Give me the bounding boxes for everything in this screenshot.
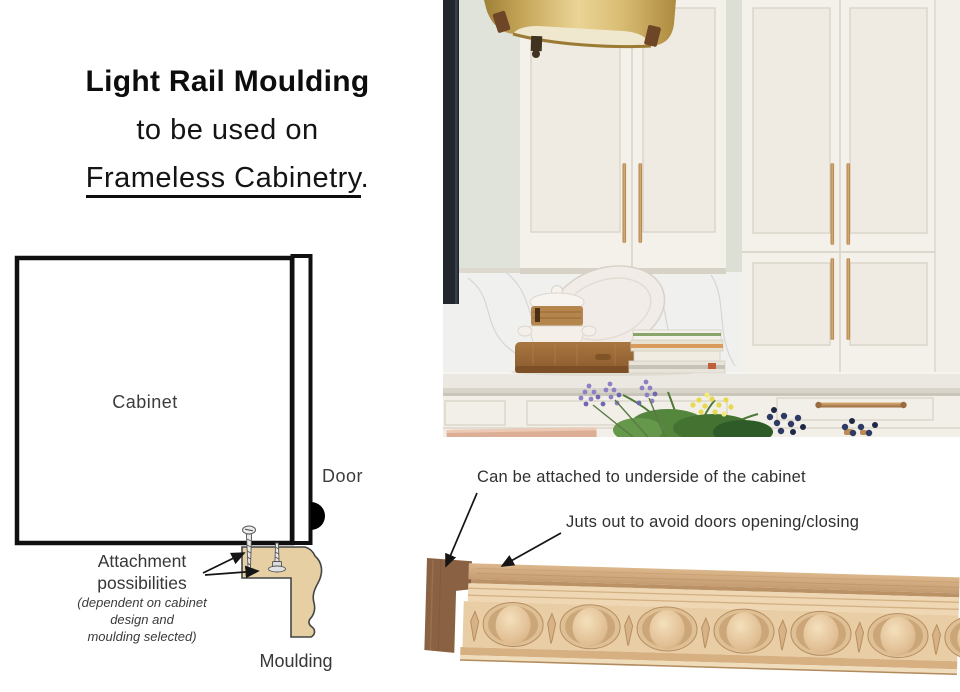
attachment-note-line3: moulding selected) bbox=[87, 629, 196, 644]
arrow-line bbox=[202, 552, 246, 574]
island-wood-edge bbox=[446, 427, 597, 437]
moulding-profile bbox=[241, 546, 323, 638]
moulding-render bbox=[424, 558, 960, 676]
drawer-pull bbox=[815, 401, 907, 409]
cookbook-stack bbox=[628, 329, 726, 374]
window-frame bbox=[443, 0, 459, 304]
cutting-board bbox=[515, 342, 647, 373]
pendant-light bbox=[480, 0, 676, 58]
page-title: Light Rail Moulding to be used on Framel… bbox=[5, 58, 450, 202]
arrow-line bbox=[445, 492, 478, 568]
annotation-underside: Can be attached to underside of the cabi… bbox=[477, 468, 806, 486]
cabinet-handle bbox=[638, 163, 643, 243]
yellow-flowers bbox=[690, 392, 734, 417]
door-knob bbox=[311, 502, 325, 530]
egg-and-dart-pattern bbox=[470, 601, 960, 661]
cabinet-handle bbox=[846, 163, 851, 245]
lavender-sprigs bbox=[578, 379, 666, 437]
tall-cabinet-right bbox=[742, 0, 960, 372]
berries bbox=[766, 407, 878, 437]
title-line-2: to be used on bbox=[136, 114, 319, 146]
cabinet-handle bbox=[830, 163, 835, 245]
wood-cleat bbox=[492, 10, 511, 33]
wall-gap bbox=[726, 0, 742, 272]
moulding-label: Moulding bbox=[259, 651, 332, 671]
door-outline bbox=[290, 254, 313, 545]
kitchen-photo bbox=[443, 0, 960, 437]
door-label: Door bbox=[322, 466, 363, 486]
cabinet-label: Cabinet bbox=[112, 392, 178, 412]
wood-cleat bbox=[644, 25, 661, 47]
attachment-note-line2: design and bbox=[110, 612, 174, 627]
cabinet-knob bbox=[860, 430, 867, 435]
moulding-end-cap bbox=[424, 558, 472, 653]
screw-icon bbox=[268, 542, 286, 573]
flower-bouquet bbox=[578, 379, 878, 437]
arrow-line bbox=[204, 565, 260, 579]
screw-icon bbox=[242, 525, 256, 576]
cabinet-outline bbox=[14, 255, 295, 546]
title-line-3-period: . bbox=[360, 162, 370, 194]
attachment-label-line2: possibilities bbox=[97, 573, 187, 593]
cabinet-handle bbox=[622, 163, 627, 243]
title-line-3-underlined: Frameless Cabinetry bbox=[85, 162, 361, 198]
countertop bbox=[443, 372, 960, 396]
cabinet-handle bbox=[830, 258, 835, 340]
moulding-top-surface bbox=[468, 563, 960, 594]
annotation-arrows bbox=[445, 492, 562, 568]
cabinet-cross-section-diagram: Cabinet Door bbox=[14, 254, 363, 671]
annotation-juts: Juts out to avoid doors opening/closing bbox=[566, 513, 860, 531]
cabinet-handle bbox=[846, 258, 851, 340]
arrow-line bbox=[500, 532, 562, 567]
attachment-note-line1: (dependent on cabinet bbox=[77, 595, 208, 610]
title-line-1: Light Rail Moulding bbox=[85, 65, 370, 98]
attachment-label-line1: Attachment bbox=[98, 551, 187, 571]
title-line-3: Frameless Cabinetry. bbox=[5, 154, 450, 202]
